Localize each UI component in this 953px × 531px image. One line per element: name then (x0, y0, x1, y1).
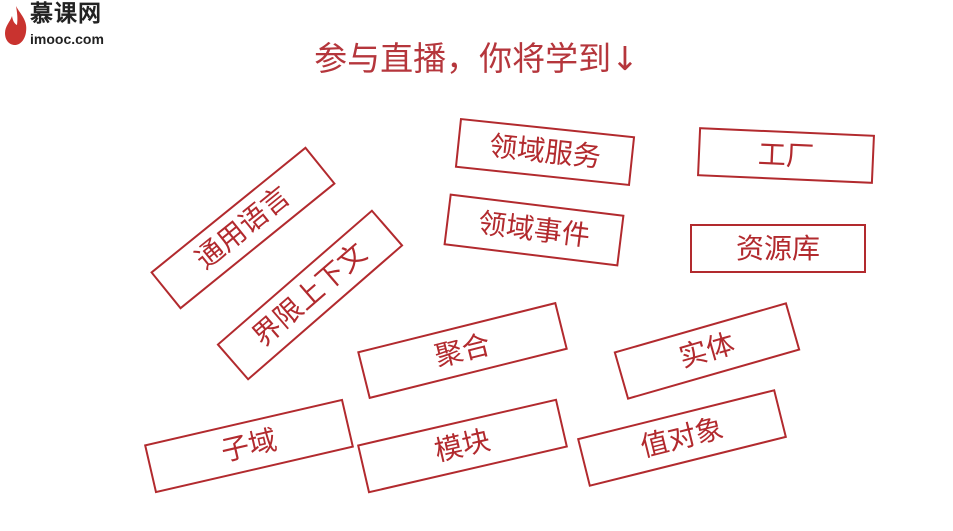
tag-label: 聚合 (431, 327, 494, 373)
tag-label-char: 务 (571, 138, 603, 174)
tag-label-char: 域 (504, 209, 537, 246)
tag-label: 界限上下文 (246, 236, 373, 353)
tag-label-char: 事 (532, 213, 564, 250)
tag-label-char: 合 (458, 327, 494, 367)
tag-label: 实体 (675, 327, 738, 374)
tag-label-char: 领 (487, 129, 519, 165)
tag-label-char: 块 (458, 423, 494, 462)
tag-label: 领域服务 (487, 129, 603, 174)
tag-label-char: 源 (763, 231, 792, 265)
imooc-logo[interactable]: 慕课网 imooc.com (4, 1, 134, 47)
flame-icon (5, 6, 27, 45)
tag-label-char: 域 (245, 423, 280, 462)
tag-module: 模块 (357, 398, 568, 494)
tag-label-char: 域 (515, 132, 547, 168)
tag-value-object: 值对象 (576, 389, 788, 487)
tag-label: 领域事件 (476, 206, 592, 253)
tag-label-char: 工 (757, 137, 787, 172)
tag-label-char: 服 (543, 135, 575, 171)
tag-label-char: 库 (792, 231, 821, 265)
slide-title: 参与直播，你将学到↓ (314, 39, 639, 78)
tag-repository: 资源库 (690, 224, 866, 273)
tag-entity: 实体 (613, 302, 801, 400)
tag-label: 模块 (431, 423, 494, 468)
tag-aggregate: 聚合 (357, 301, 568, 400)
tag-subdomain: 子域 (143, 398, 355, 494)
tag-label-char: 厂 (785, 138, 815, 173)
tag-label-char: 领 (476, 206, 509, 243)
tag-label: 工厂 (757, 137, 815, 173)
tag-label: 通用语言 (189, 180, 297, 276)
logo-brand-en: imooc.com (30, 31, 104, 47)
tag-label-char: 件 (559, 216, 592, 253)
tag-factory: 工厂 (697, 127, 875, 184)
tag-label-char: 资 (735, 231, 764, 265)
tag-label: 子域 (218, 423, 280, 468)
tag-domain-service: 领域服务 (454, 117, 636, 187)
tag-label: 值对象 (637, 411, 727, 463)
tag-label: 资源库 (735, 231, 821, 265)
tag-domain-event: 领域事件 (443, 193, 625, 267)
tag-label-char: 象 (691, 411, 727, 451)
logo-brand-cn: 慕课网 (30, 1, 102, 27)
